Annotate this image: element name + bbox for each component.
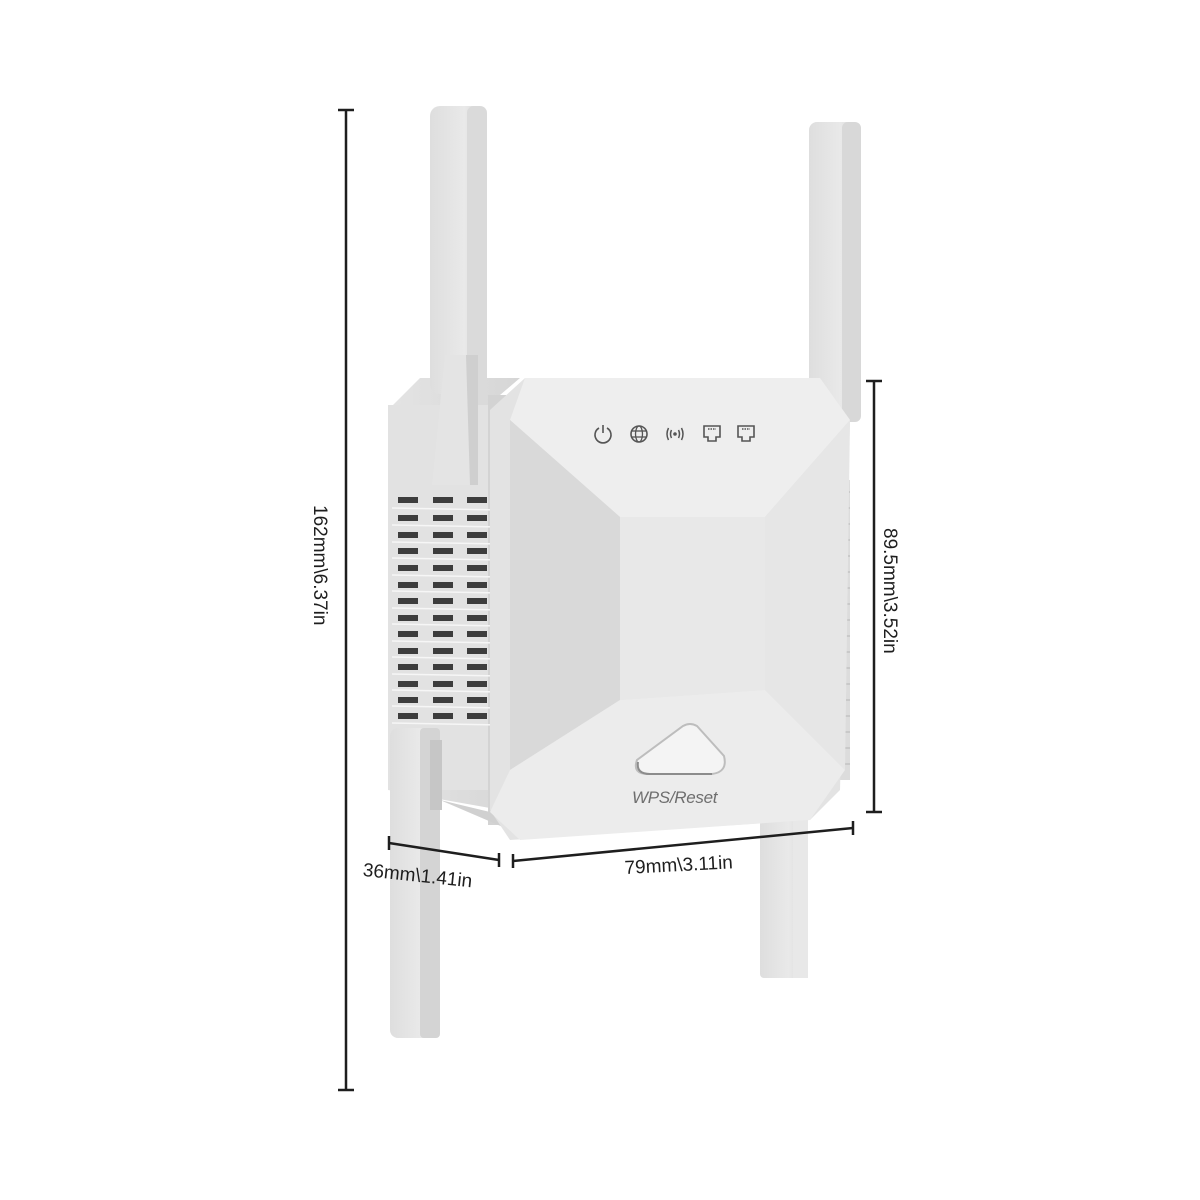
antenna-top-right	[809, 122, 861, 422]
body-height-label: 89.5mm\3.52in	[879, 528, 900, 654]
wps-reset-label: WPS/Reset	[632, 788, 718, 807]
vent-grille	[391, 497, 501, 726]
wps-reset-button[interactable]	[634, 723, 726, 775]
antenna-bottom-right	[760, 820, 808, 978]
antenna-bottom-left	[390, 728, 442, 1038]
antenna-top-left	[430, 106, 487, 485]
wifi-signal-icon	[664, 423, 686, 445]
width-dimension-line	[512, 826, 854, 863]
ethernet-port-icon	[701, 423, 723, 445]
power-icon	[592, 423, 614, 445]
depth-dimension-line	[388, 841, 500, 862]
dimension-lines	[338, 108, 882, 1092]
device-front-face	[490, 378, 850, 840]
ethernet-port-icon	[735, 423, 757, 445]
total-height-label: 162mm\6.37in	[309, 505, 330, 626]
globe-icon	[628, 423, 650, 445]
